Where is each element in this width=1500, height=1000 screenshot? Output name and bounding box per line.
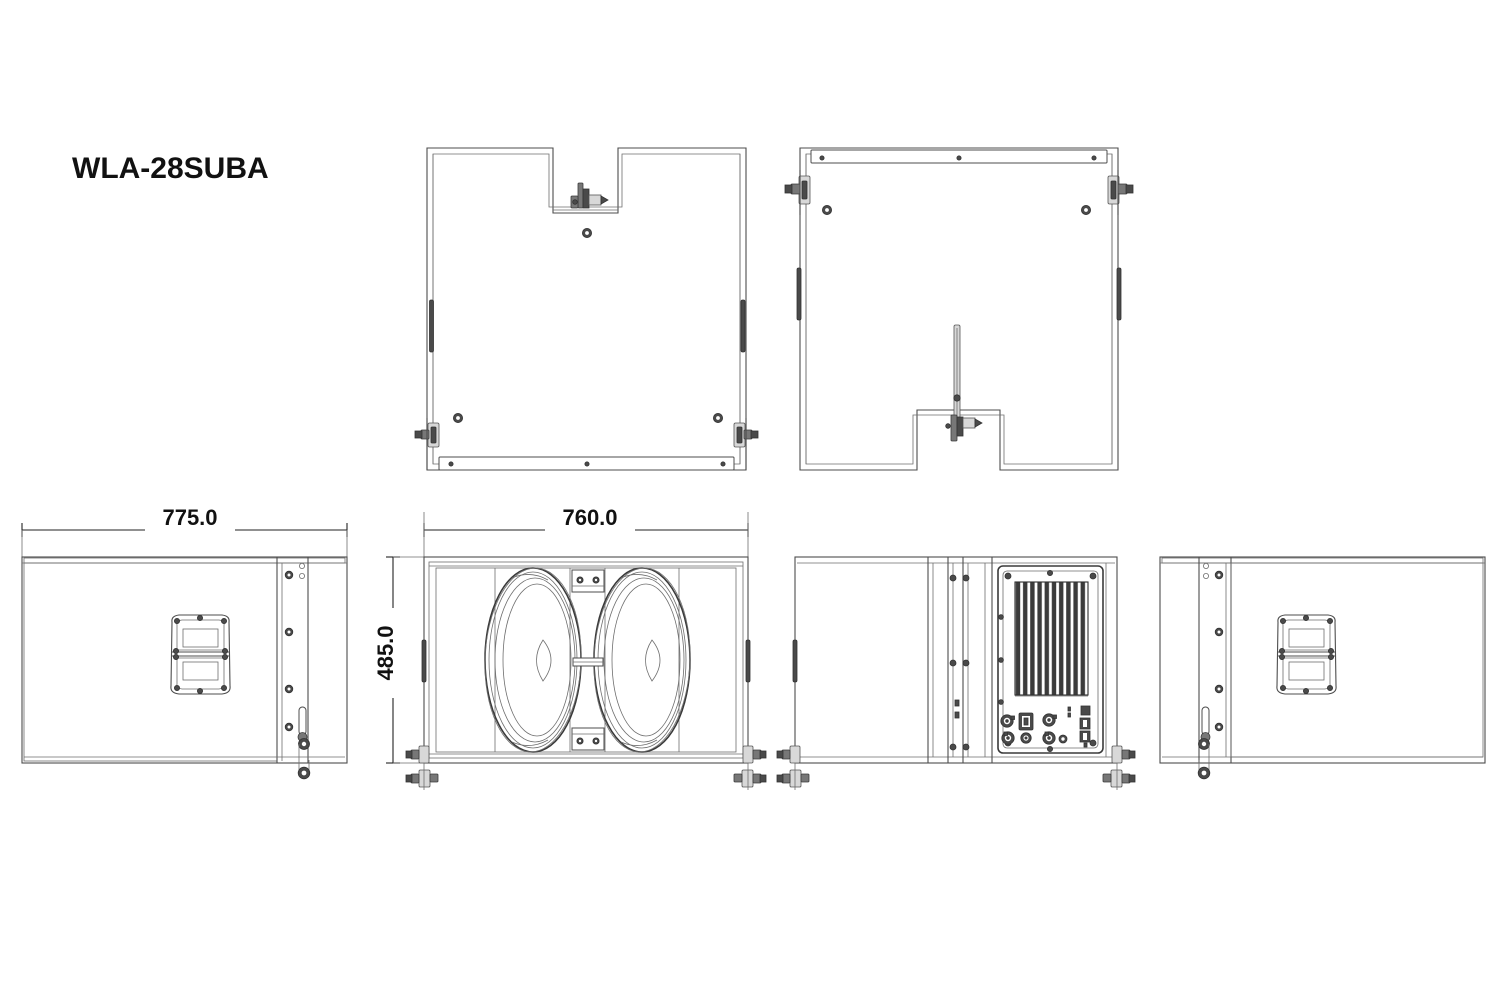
- amp-screw-left-1: [998, 614, 1004, 620]
- bottom-view-notch-hardware: [945, 414, 983, 442]
- dim-775-text-bg: [145, 505, 235, 531]
- front-view-inner-frame: [428, 561, 744, 759]
- bottom-view-pull-bar: [953, 324, 961, 434]
- top-view-rigging-bar: [438, 456, 735, 471]
- bottom-view-rigging-bar: [810, 149, 1108, 164]
- front-view-grille-frame: [435, 567, 737, 753]
- front-view-left-slot: [421, 639, 427, 683]
- dim-485-label: 485.0: [373, 625, 398, 680]
- top-view-left-rigging-pin: [414, 418, 440, 470]
- top-view-left-side-slot: [429, 299, 434, 353]
- input-connector-a[interactable]: [1000, 714, 1015, 728]
- output-connector-a[interactable]: [1001, 731, 1015, 745]
- bottom-view-outline: [799, 147, 1119, 471]
- top-view-right-screw: [713, 412, 724, 423]
- rear-view: [776, 556, 1136, 790]
- top-view-right-side-slot: [740, 299, 746, 353]
- amplifier-panel: [997, 565, 1104, 754]
- woofer-left-dustcap: [536, 639, 552, 682]
- right-side-main-panel: [1230, 562, 1484, 758]
- right-side-vent-holes: [1203, 563, 1210, 580]
- left-side-vent-holes: [298, 563, 305, 580]
- top-view-center-screw: [582, 227, 593, 238]
- output-connector-b[interactable]: [1042, 731, 1056, 745]
- link-jack[interactable]: [1058, 734, 1068, 744]
- bottom-view: [784, 147, 1134, 471]
- front-view-center-brace: [572, 657, 604, 667]
- dimension-760: 760.0: [423, 505, 749, 560]
- amp-screw-tl: [1004, 572, 1012, 580]
- amp-screw-top-mid: [1047, 570, 1054, 577]
- amp-screw-br: [1089, 739, 1097, 747]
- bottom-view-right-screw: [1081, 204, 1092, 215]
- amp-screw-bottom-mid: [1047, 746, 1054, 753]
- left-side-recessed-handle: [170, 614, 231, 695]
- bottom-view-right-side-slot: [1116, 267, 1122, 321]
- woofer-right-dustcap: [645, 639, 661, 682]
- right-side-rigging-slot: [1197, 706, 1211, 780]
- rear-view-left-rigging-pins: [776, 745, 810, 790]
- rear-view-right-rigging-pins: [1102, 745, 1136, 790]
- front-view: [405, 556, 767, 790]
- amp-panel-outline: [997, 565, 1104, 754]
- left-side-rigging-slot: [297, 706, 311, 780]
- bottom-view-left-side-slot: [796, 267, 802, 321]
- led-indicators: [1067, 706, 1071, 718]
- amp-screw-left-2: [998, 657, 1004, 663]
- amp-screw-tr: [1089, 572, 1097, 580]
- selector-switches[interactable]: [1079, 705, 1091, 748]
- rear-view-hinge-screws: [949, 574, 970, 751]
- heatsink: [1014, 581, 1089, 697]
- top-view-rigging-hardware: [570, 182, 609, 209]
- top-view-right-rigging-pin: [733, 418, 759, 470]
- top-view: [414, 147, 759, 471]
- right-side-outline: [1159, 556, 1486, 764]
- bottom-view-left-rigging-pin: [784, 170, 811, 215]
- right-side-recessed-handle: [1276, 614, 1337, 695]
- right-side-view: [1159, 556, 1486, 780]
- dimension-775: 775.0: [21, 505, 348, 560]
- dim-775-label: 775.0: [162, 505, 217, 530]
- connector-cluster: [1000, 705, 1091, 748]
- bottom-view-left-screw: [822, 204, 833, 215]
- dim-485-text-bg: [380, 608, 406, 698]
- top-view-left-screw: [452, 412, 463, 423]
- heatsink-fins: [1014, 581, 1089, 696]
- bottom-view-right-rigging-pin: [1107, 170, 1134, 215]
- right-side-track-screws: [1214, 570, 1224, 732]
- amp-screw-left-3: [998, 699, 1004, 705]
- dim-760-label: 760.0: [562, 505, 617, 530]
- front-view-bracket-top: [571, 569, 605, 593]
- dim-760-text-bg: [545, 505, 635, 531]
- left-side-track-screws: [284, 570, 294, 732]
- left-side-view: [21, 556, 348, 780]
- power-switch[interactable]: [1018, 712, 1034, 731]
- front-view-bracket-bottom: [571, 727, 605, 751]
- dimension-485: 485.0: [373, 556, 424, 764]
- front-view-left-rigging-pins: [405, 745, 439, 790]
- page-title: WLA-28SUBA: [72, 152, 269, 185]
- left-side-outline: [21, 556, 348, 764]
- input-connector-b[interactable]: [1042, 713, 1057, 727]
- front-view-right-slot: [745, 639, 751, 683]
- gain-knob[interactable]: [1020, 732, 1032, 744]
- rear-view-left-slot: [792, 639, 798, 683]
- front-view-right-rigging-pins: [733, 745, 767, 790]
